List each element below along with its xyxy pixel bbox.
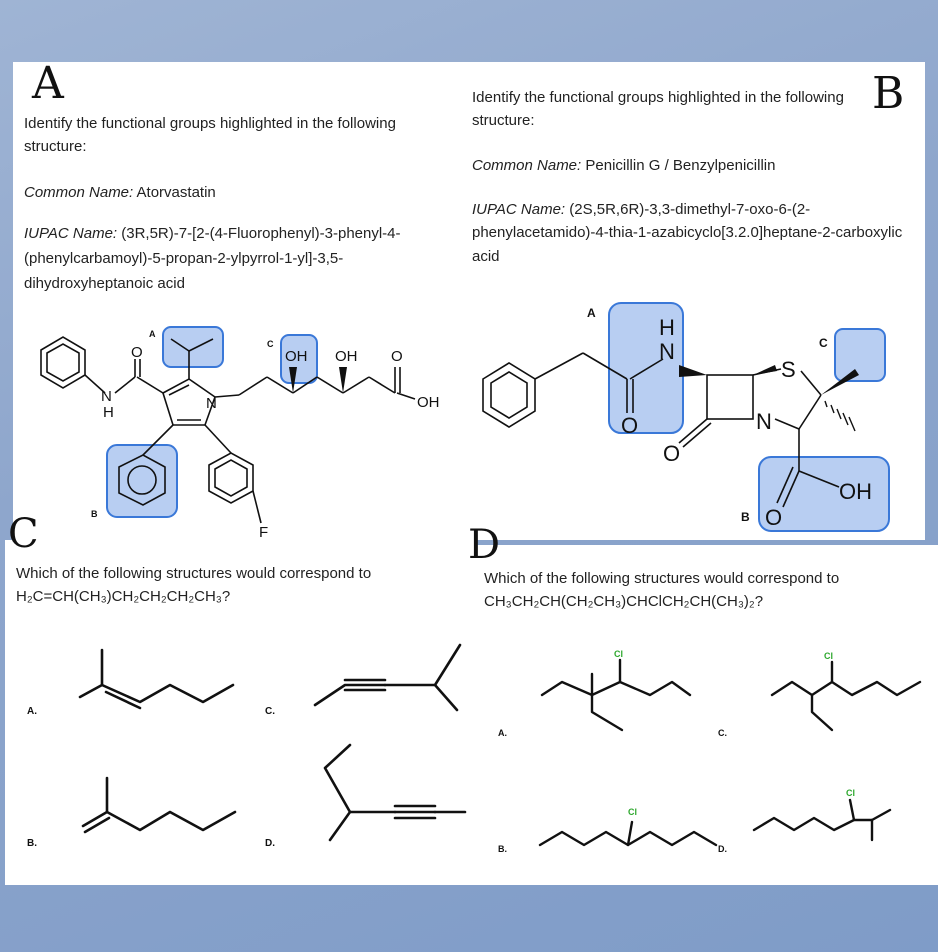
panel-c-question: Which of the following structures would … — [16, 565, 372, 606]
common-name-value: Penicillin G / Benzylpenicillin — [585, 157, 776, 174]
option-c-label: C. — [718, 728, 727, 738]
option-b-label: B. — [498, 844, 507, 854]
cl-label-a: Cl — [614, 649, 623, 659]
option-b-label: B. — [27, 838, 37, 849]
cl-label-d: Cl — [846, 788, 855, 798]
label-a: A — [587, 306, 596, 320]
atom-n-amide: N — [659, 339, 675, 364]
atom-o-carbonyl: O — [131, 344, 143, 361]
option-a-label: A. — [498, 728, 507, 738]
atom-n-ring: N — [756, 409, 772, 434]
option-a-label: A. — [27, 706, 37, 717]
panel-a-letter: A — [32, 58, 64, 109]
panel-a-prompt: Identify the functional groups highlight… — [24, 115, 396, 156]
atom-f: F — [259, 524, 268, 541]
option-d-label: D. — [265, 838, 275, 849]
atom-n-pyrrole: N — [206, 395, 217, 412]
atom-o-acid: O — [765, 505, 782, 530]
iupac-name-value: (3R,5R)-7-[2-(4-Fluorophenyl)-3-phenyl-4… — [24, 225, 401, 292]
panel-a — [13, 62, 465, 540]
atom-oh-acid: OH — [839, 479, 872, 504]
common-name-value: Atorvastatin — [136, 184, 216, 201]
cl-label-c: Cl — [824, 651, 833, 661]
panel-a-common-name: Common Name: Atorvastatin — [24, 181, 444, 204]
panel-d-options: Cl Cl Cl Cl A. C. B. D. — [498, 649, 922, 854]
panel-b-prompt: Identify the functional groups highlight… — [472, 89, 844, 130]
atom-h-amide: H — [103, 404, 114, 421]
common-name-label: Common Name: — [472, 157, 582, 174]
panel-a-iupac-name: IUPAC Name: (3R,5R)-7-[2-(4-Fluorophenyl… — [24, 222, 444, 296]
panel-d — [472, 545, 938, 885]
atom-oh-1: OH — [285, 348, 308, 365]
panel-b-letter: B — [872, 68, 905, 119]
label-c: C — [267, 339, 274, 349]
panel-d-letter: D — [468, 522, 501, 568]
cl-label-b: Cl — [628, 807, 637, 817]
iupac-name-value: (2S,5R,6R)-3,3-dimethyl-7-oxo-6-(2-pheny… — [472, 201, 903, 265]
atom-o-lactam: O — [663, 441, 680, 466]
panel-c-options: A. C. B. D. — [27, 643, 467, 849]
common-name-label: Common Name: — [24, 184, 134, 201]
atom-o-acid: O — [391, 348, 403, 365]
panel-b-iupac-name: IUPAC Name: (2S,5R,6R)-3,3-dimethyl-7-ox… — [472, 198, 912, 268]
label-a: A — [149, 329, 156, 339]
atom-s: S — [781, 357, 796, 382]
atom-n-amide: N — [101, 388, 112, 405]
iupac-name-label: IUPAC Name: — [24, 225, 118, 242]
atom-h: H — [659, 315, 675, 340]
penicillin-structure: H N O S N O O OH A B C — [482, 302, 890, 532]
panel-c — [5, 540, 475, 885]
label-b: B — [741, 510, 750, 524]
panel-c-letter: C — [8, 511, 39, 557]
panel-d-question: Which of the following structures would … — [484, 570, 840, 611]
option-d-label: D. — [718, 844, 727, 854]
panel-b-common-name: Common Name: Penicillin G / Benzylpenici… — [472, 154, 912, 177]
atom-oh-2: OH — [335, 348, 358, 365]
label-b: B — [91, 509, 98, 519]
iupac-name-label: IUPAC Name: — [472, 201, 566, 218]
atorvastatin-structure: O N H N OH OH O OH F A B C — [40, 326, 440, 541]
option-c-label: C. — [265, 706, 275, 717]
atom-oh-acid: OH — [417, 394, 440, 411]
label-c: C — [819, 336, 828, 350]
atom-o-amide: O — [621, 413, 638, 438]
